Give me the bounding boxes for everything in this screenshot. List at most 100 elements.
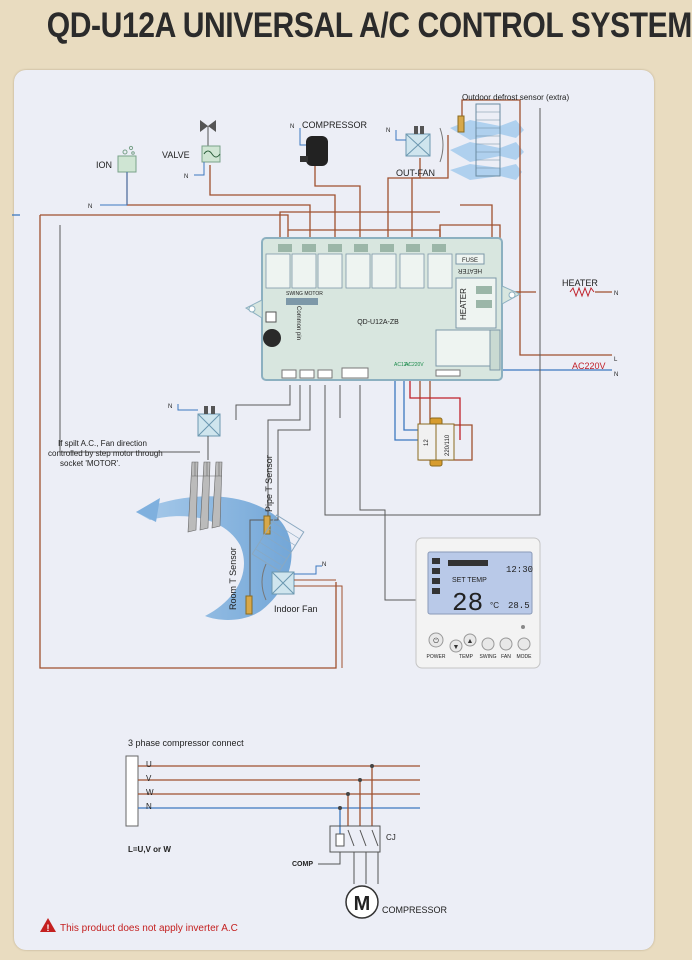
pipe-t-sensor — [251, 514, 305, 572]
transformer-220-label: 220/110 — [445, 434, 451, 456]
phase-n-label: N — [146, 802, 152, 811]
indoor-fan-label: Indoor Fan — [274, 604, 318, 614]
top-terminals — [278, 244, 446, 252]
remote-fan-button[interactable] — [499, 637, 513, 651]
transformer — [417, 417, 455, 467]
fuse-label: FUSE — [462, 258, 478, 264]
warning-icon: ! — [40, 918, 56, 933]
ion-neutral-label: N — [88, 204, 92, 210]
l-note: L=U,V or W — [128, 845, 171, 854]
reset-button — [265, 311, 277, 323]
valve-label: VALVE — [162, 150, 190, 160]
warning-text: This product does not apply inverter A.C — [60, 923, 238, 934]
line-l-label: L — [614, 357, 618, 363]
ion-generator — [100, 145, 137, 206]
cj-label: CJ — [386, 833, 396, 842]
up-icon: ▲ — [467, 638, 474, 645]
indoor-airflow-arrow — [136, 496, 292, 620]
motor-m-label: M — [354, 893, 371, 915]
phase-u-label: U — [146, 760, 152, 769]
phase-w-label: W — [146, 788, 154, 797]
louver-links — [192, 462, 222, 477]
compressor-motor — [345, 876, 379, 919]
heater-mirror-label: HEATER — [457, 267, 482, 273]
compressor-bottom-label: COMPRESSOR — [382, 905, 448, 915]
ac12v-label: AC12V — [394, 362, 411, 368]
junction-dots — [338, 764, 374, 810]
defrost-sensor-label: Outdoor defrost sensor (extra) — [462, 93, 569, 102]
heater-n-label: N — [614, 291, 618, 297]
mode-label: MODE — [517, 654, 533, 660]
compressor-unit — [299, 128, 328, 166]
blue-wiring — [12, 214, 612, 441]
ion-label: ION — [96, 160, 112, 170]
remote-mode-button[interactable] — [517, 637, 531, 651]
wiring-diagram: FUSE HEATER HEATER SWING MOTOR Common pi… — [12, 93, 618, 934]
svg-text:!: ! — [47, 923, 50, 933]
red-wiring — [409, 372, 461, 440]
compressor-neutral-label: N — [290, 124, 294, 130]
fuse — [455, 253, 485, 265]
phase-v-label: V — [146, 774, 152, 783]
swing-motor-socket — [286, 298, 318, 305]
three-phase-label: 3 phase compressor connect — [128, 738, 244, 748]
buzzer — [263, 329, 281, 347]
power-icon: ⏻ — [433, 637, 439, 645]
contactor-cj — [318, 825, 381, 876]
common-pin-label: Common pin — [295, 306, 301, 340]
swing-motor-label: SWING MOTOR — [286, 291, 323, 297]
page: QD-U12A UNIVERSAL A/C CONTROL SYSTEM — [12, 6, 692, 950]
lcd-room-value: 28.5 — [508, 601, 530, 611]
indoor-fan — [261, 563, 343, 668]
swing-label: SWING — [480, 654, 497, 660]
remote-swing-button[interactable] — [481, 637, 495, 651]
indoor-airflow-head — [136, 498, 160, 522]
remote-power-button[interactable]: ⏻ — [428, 632, 444, 648]
diagram-panel — [14, 70, 654, 950]
valve-neutral-label: N — [184, 174, 188, 180]
comp-label: COMP — [292, 861, 313, 868]
outdoor-airflow — [450, 120, 524, 180]
signal-wiring — [59, 108, 541, 601]
split-note-line1: If spilt A.C., Fan direction — [58, 439, 147, 448]
remote-temp-up-button[interactable]: ▲ — [463, 633, 477, 647]
outdoor-fan — [395, 126, 444, 163]
fan-label: FAN — [501, 654, 511, 660]
heater-resistor — [569, 286, 595, 298]
line-n-label: N — [614, 372, 618, 378]
pipe-sensor-label: Pipe T Sensor — [264, 455, 274, 512]
power-block — [435, 329, 499, 367]
relay-bank — [265, 253, 453, 289]
page-title: QD-U12A UNIVERSAL A/C CONTROL SYSTEM — [46, 6, 692, 45]
remote-temp-down-button[interactable]: ▼ — [449, 639, 463, 653]
outfan-neutral-label: N — [386, 128, 390, 134]
swing-motor — [177, 404, 221, 460]
control-board: FUSE HEATER HEATER SWING MOTOR Common pi… — [244, 237, 522, 381]
lcd-icons — [432, 558, 488, 594]
louvers — [187, 461, 223, 533]
room-sensor-label: Room T Sensor — [228, 547, 238, 610]
split-note-line3: socket 'MOTOR'. — [60, 459, 120, 468]
outdoor-defrost-sensor — [457, 103, 501, 177]
lcd-set-temp: SET TEMP — [452, 577, 487, 584]
power-label: POWER — [427, 654, 446, 660]
compressor-label: COMPRESSOR — [302, 120, 368, 130]
lcd-temp-value: 28 — [452, 588, 483, 618]
down-icon: ▼ — [453, 644, 460, 651]
board-model-label: QD-U12A-ZB — [357, 319, 399, 326]
ac220v-small-label: AC220V — [405, 362, 424, 368]
transformer-12-label: 12 — [424, 439, 430, 446]
indoorfan-neutral-label: N — [322, 562, 326, 568]
bottom-connectors — [281, 367, 461, 379]
ac220v-label: AC220V — [572, 361, 606, 371]
heater-vertical-label: HEATER — [459, 288, 468, 320]
swing-neutral-label: N — [168, 404, 172, 410]
valve — [194, 120, 221, 176]
temp-label: TEMP — [459, 654, 474, 660]
lcd-clock: 12:30 — [506, 565, 533, 575]
three-phase-terminal — [125, 755, 139, 827]
wall-controller: SET TEMP 28 °C 12:30 28.5 ⏻ ▼ ▲ — [415, 537, 541, 669]
split-note-line2: controlled by step motor through — [48, 449, 163, 458]
room-t-sensor — [245, 595, 253, 615]
heater-label: HEATER — [562, 278, 598, 288]
